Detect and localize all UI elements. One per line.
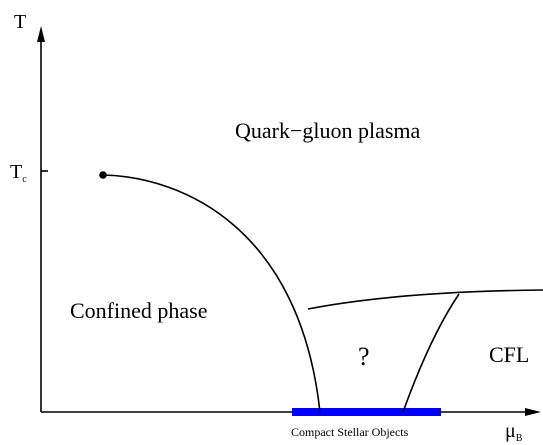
tc-label-main: T (10, 161, 22, 183)
qgp-region-label: Quark−gluon plasma (235, 118, 421, 143)
compact-stellar-objects-label: Compact Stellar Objects (291, 425, 409, 439)
confinement-boundary-curve (102, 174, 321, 413)
y-axis-arrowhead (37, 26, 45, 42)
y-axis-label: T (14, 11, 26, 33)
unknown-region-label: ? (358, 342, 370, 371)
cfl-boundary-curve (402, 293, 460, 413)
qgp-csc-boundary-curve (307, 289, 543, 310)
tc-label: Tc (10, 161, 27, 185)
tc-label-sub: c (22, 174, 27, 185)
compact-stellar-objects-band (292, 408, 441, 416)
x-axis-arrowhead (525, 408, 541, 416)
x-axis-label-sub: B (516, 433, 523, 444)
x-axis-label-main: μ (505, 420, 516, 442)
cfl-region-label: CFL (489, 342, 529, 367)
critical-endpoint (99, 171, 107, 179)
confined-phase-label: Confined phase (70, 298, 207, 323)
x-axis-label: μB (505, 420, 523, 444)
